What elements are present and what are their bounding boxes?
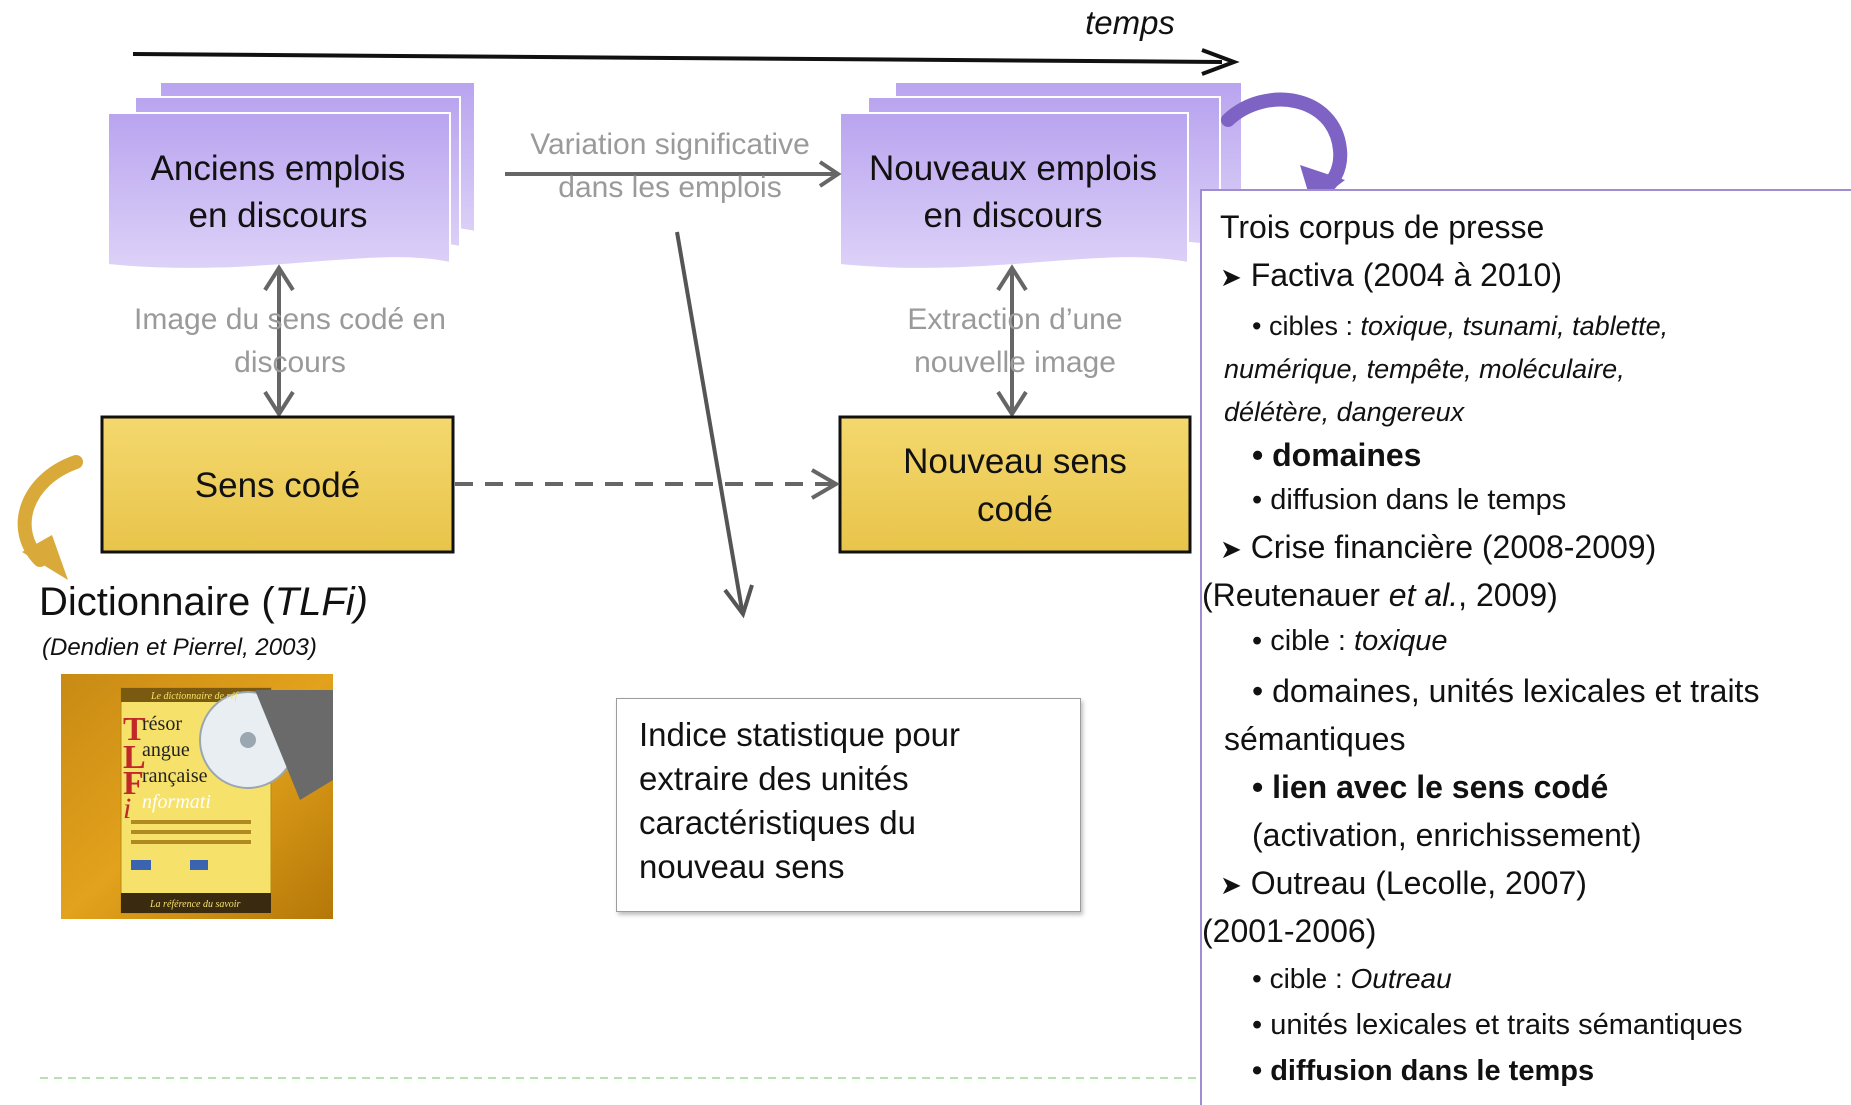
factiva-targets: • cibles : toxique, tsunami, tablette, [1252,311,1668,342]
factiva-targets-a: toxique, tsunami, tablette, [1360,311,1669,341]
tlfi-cover-image: Le dictionnaire de réf T L F i résor ang… [61,674,333,919]
crise-reference: (Reutenauer et al., 2009) [1202,577,1558,613]
panel-title: Trois corpus de presse [1220,209,1545,245]
image-label: Image du sens codé en discours [120,298,460,384]
outreau-units: • unités lexicales et traits sémantiques [1252,1009,1743,1041]
nouveau-sens-line-1: Nouveau sens [903,442,1127,481]
extraction-label: Extraction d’une nouvelle image [870,298,1160,384]
nouveau-sens-box [838,415,1192,554]
old-uses-line-2: en discours [188,196,368,235]
nouveau-sens-label: Nouveau sens codé [840,438,1190,534]
arrow-bullet-icon: ➤ [1220,262,1242,292]
factiva-targets-label: • cibles : [1252,311,1361,341]
corpus-crise-label: Crise financière (2008-2009) [1250,529,1657,565]
svg-text:T: T [123,711,146,748]
dictionary-title-italic: TLFi) [274,580,368,624]
timeline-arrow [132,48,1240,76]
corpus-factiva: ➤ Factiva (2004 à 2010) [1220,257,1562,294]
svg-text:L: L [123,739,146,776]
svg-text:i: i [123,792,131,825]
dictionary-title: Dictionnaire (TLFi) [39,580,368,625]
crise-link-sub: (activation, enrichissement) [1252,817,1642,853]
corpus-factiva-label: Factiva (2004 à 2010) [1250,257,1562,293]
variation-line-2: dans les emplois [558,171,782,204]
factiva-targets-c: délétère, dangereux [1224,397,1465,427]
arrow-bullet-icon: ➤ [1220,534,1242,564]
corpus-crise: ➤ Crise financière (2008-2009) [1220,529,1656,566]
crise-target: • cible : toxique [1252,625,1448,657]
dashed-evolution-arrow [455,468,840,500]
stat-line-1: Indice statistique pour [639,716,961,753]
cover-header: Le dictionnaire de réf [150,691,239,702]
crise-domains: • domaines, unités lexicales et traits [1252,673,1760,709]
image-double-arrow [263,264,295,418]
stat-line-3: caractéristiques du [639,804,916,841]
dictionary-title-prefix: Dictionnaire ( [39,580,275,624]
cover-word-3: rançaise [142,765,208,787]
outreau-years: (2001-2006) [1202,913,1377,949]
corpus-outreau: ➤ Outreau (Lecolle, 2007) [1220,865,1587,902]
variation-label: Variation significative dans les emplois [500,123,840,209]
statistic-index-box: Indice statistique pour extraire des uni… [616,698,1081,912]
extraction-double-arrow [996,264,1028,418]
cover-footer: La référence du savoir [149,899,241,910]
statistic-arrow [675,231,754,619]
stat-line-4: nouveau sens [639,848,845,885]
old-uses-label: Anciens emplois en discours [108,145,448,239]
image-line-2: discours [234,346,346,379]
factiva-targets-b: numérique, tempête, moléculaire, [1224,354,1625,384]
stat-line-2: extraire des unités [639,760,909,797]
gold-curved-arrow [17,455,83,580]
sens-code-box [100,415,455,554]
new-uses-document-stack [839,81,1243,270]
timeline-label: temps [1085,4,1175,41]
cover-word-4: nformati [142,791,211,813]
cover-word-2: angue [142,739,190,761]
crise-domains-b: sémantiques [1224,721,1406,757]
old-uses-line-1: Anciens emplois [150,149,406,188]
variation-line-1: Variation significative [530,128,810,161]
old-uses-document-stack [107,81,476,270]
extraction-line-1: Extraction d’une [907,303,1123,336]
svg-text:F: F [123,765,144,802]
image-line-1: Image du sens codé en [134,303,446,336]
sens-code-label: Sens codé [194,466,361,505]
crise-link: • lien avec le sens codé [1252,769,1609,805]
outreau-diffusion: • diffusion dans le temps [1252,1055,1595,1087]
factiva-diffusion: • diffusion dans le temps [1252,484,1567,516]
corpus-panel: Trois corpus de presse ➤ Factiva (2004 à… [1200,189,1851,1105]
corpus-outreau-label: Outreau (Lecolle, 2007) [1250,865,1587,901]
factiva-domains: • domaines [1252,437,1422,473]
new-uses-label: Nouveaux emplois en discours [840,145,1186,239]
extraction-line-2: nouvelle image [914,346,1116,379]
new-uses-line-1: Nouveaux emplois [869,149,1157,188]
outreau-target: • cible : Outreau [1252,963,1452,994]
new-uses-line-2: en discours [923,196,1103,235]
nouveau-sens-line-2: codé [977,490,1053,529]
dictionary-citation: (Dendien et Pierrel, 2003) [42,634,317,661]
arrow-bullet-icon: ➤ [1220,870,1242,900]
cover-word-1: résor [142,713,182,735]
